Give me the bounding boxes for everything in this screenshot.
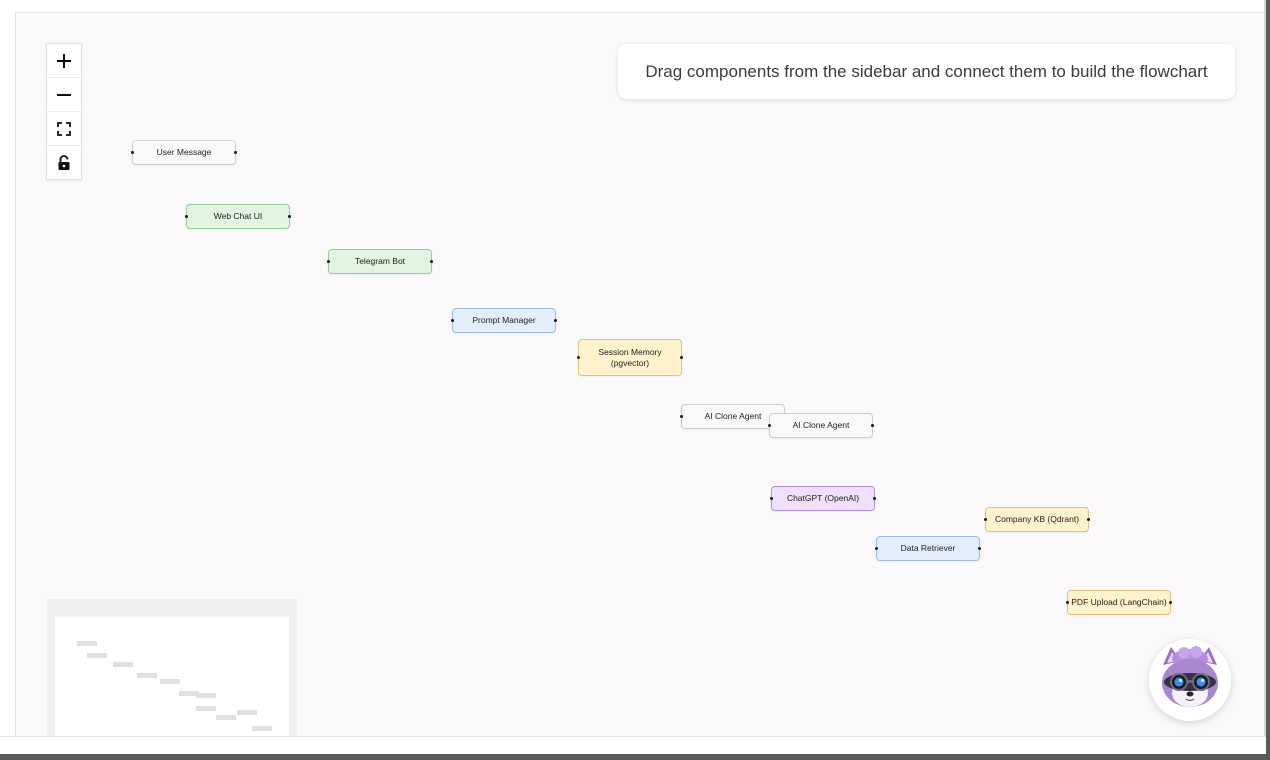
node-label: ChatGPT (OpenAI)	[786, 493, 860, 503]
window-edge	[1264, 0, 1266, 754]
minimap-node	[216, 715, 236, 720]
flow-node-user-message[interactable]: User Message	[131, 140, 237, 165]
node-label: Telegram Bot	[354, 256, 406, 266]
canvas-controls	[46, 43, 82, 180]
minus-icon	[57, 93, 71, 96]
lock-button[interactable]	[47, 146, 81, 179]
flow-node-ai-clone-agent-2[interactable]: AI Clone Agent	[768, 413, 874, 438]
node-handle-in[interactable]	[768, 424, 771, 427]
node-label: User Message	[156, 147, 212, 157]
node-handle-out[interactable]	[871, 424, 874, 427]
flow-node-pdf-upload[interactable]: PDF Upload (LangChain)	[1066, 590, 1172, 615]
node-handle-in[interactable]	[875, 547, 878, 550]
minimap-node	[137, 673, 157, 678]
node-label: Session Memory (pgvector)	[598, 346, 662, 368]
node-label: Web Chat UI	[213, 211, 263, 221]
node-handle-out[interactable]	[1169, 601, 1172, 604]
zoom-out-button[interactable]	[47, 78, 81, 112]
node-handle-in[interactable]	[984, 518, 987, 521]
node-handle-out[interactable]	[978, 547, 981, 550]
node-label: Data Retriever	[900, 543, 956, 553]
top-bar	[0, 0, 1266, 13]
minimap-node	[237, 710, 257, 715]
node-handle-in[interactable]	[680, 415, 683, 418]
fit-view-icon	[57, 121, 71, 136]
sidebar-collapsed[interactable]	[0, 12, 16, 736]
node-handle-out[interactable]	[234, 151, 237, 154]
node-handle-in[interactable]	[131, 151, 134, 154]
minimap-node	[77, 641, 97, 646]
flow-node-web-chat-ui[interactable]: Web Chat UI	[185, 204, 291, 229]
plus-icon	[57, 53, 71, 68]
node-label: AI Clone Agent	[704, 411, 762, 421]
node-label: AI Clone Agent	[792, 420, 850, 430]
assistant-avatar-button[interactable]	[1149, 639, 1231, 721]
lock-icon	[58, 154, 70, 170]
node-handle-in[interactable]	[770, 497, 773, 500]
zoom-in-button[interactable]	[47, 44, 81, 78]
minimap-node	[179, 691, 199, 696]
minimap-node	[160, 679, 180, 684]
node-handle-out[interactable]	[554, 319, 557, 322]
minimap-viewport[interactable]	[55, 617, 289, 736]
flow-node-chatgpt[interactable]: ChatGPT (OpenAI)	[770, 486, 876, 511]
node-handle-out[interactable]	[873, 497, 876, 500]
flow-node-company-kb[interactable]: Company KB (Qdrant)	[984, 507, 1090, 532]
canvas-hint: Drag components from the sidebar and con…	[618, 44, 1235, 99]
minimap-node	[196, 693, 216, 698]
flow-node-prompt-manager[interactable]: Prompt Manager	[451, 308, 557, 333]
node-label: PDF Upload (LangChain)	[1071, 597, 1167, 607]
flow-node-telegram-bot[interactable]: Telegram Bot	[327, 249, 433, 274]
node-handle-out[interactable]	[1087, 518, 1090, 521]
flow-node-data-retriever[interactable]: Data Retriever	[875, 536, 981, 561]
minimap[interactable]	[47, 599, 297, 736]
fit-view-button[interactable]	[47, 112, 81, 146]
node-handle-out[interactable]	[288, 215, 291, 218]
bottom-bar	[0, 736, 1266, 754]
node-handle-in[interactable]	[327, 260, 330, 263]
minimap-node	[196, 706, 216, 711]
flow-node-session-memory[interactable]: Session Memory (pgvector)	[577, 339, 683, 376]
minimap-node	[113, 662, 133, 667]
node-handle-out[interactable]	[430, 260, 433, 263]
node-handle-out[interactable]	[680, 356, 683, 359]
minimap-node	[87, 653, 107, 658]
node-handle-in[interactable]	[185, 215, 188, 218]
node-handle-in[interactable]	[451, 319, 454, 322]
minimap-node	[252, 726, 272, 731]
node-handle-in[interactable]	[577, 356, 580, 359]
raccoon-avatar-icon	[1162, 646, 1218, 707]
node-label: Company KB (Qdrant)	[994, 514, 1080, 524]
node-label: Prompt Manager	[472, 315, 536, 325]
node-handle-in[interactable]	[1066, 601, 1069, 604]
